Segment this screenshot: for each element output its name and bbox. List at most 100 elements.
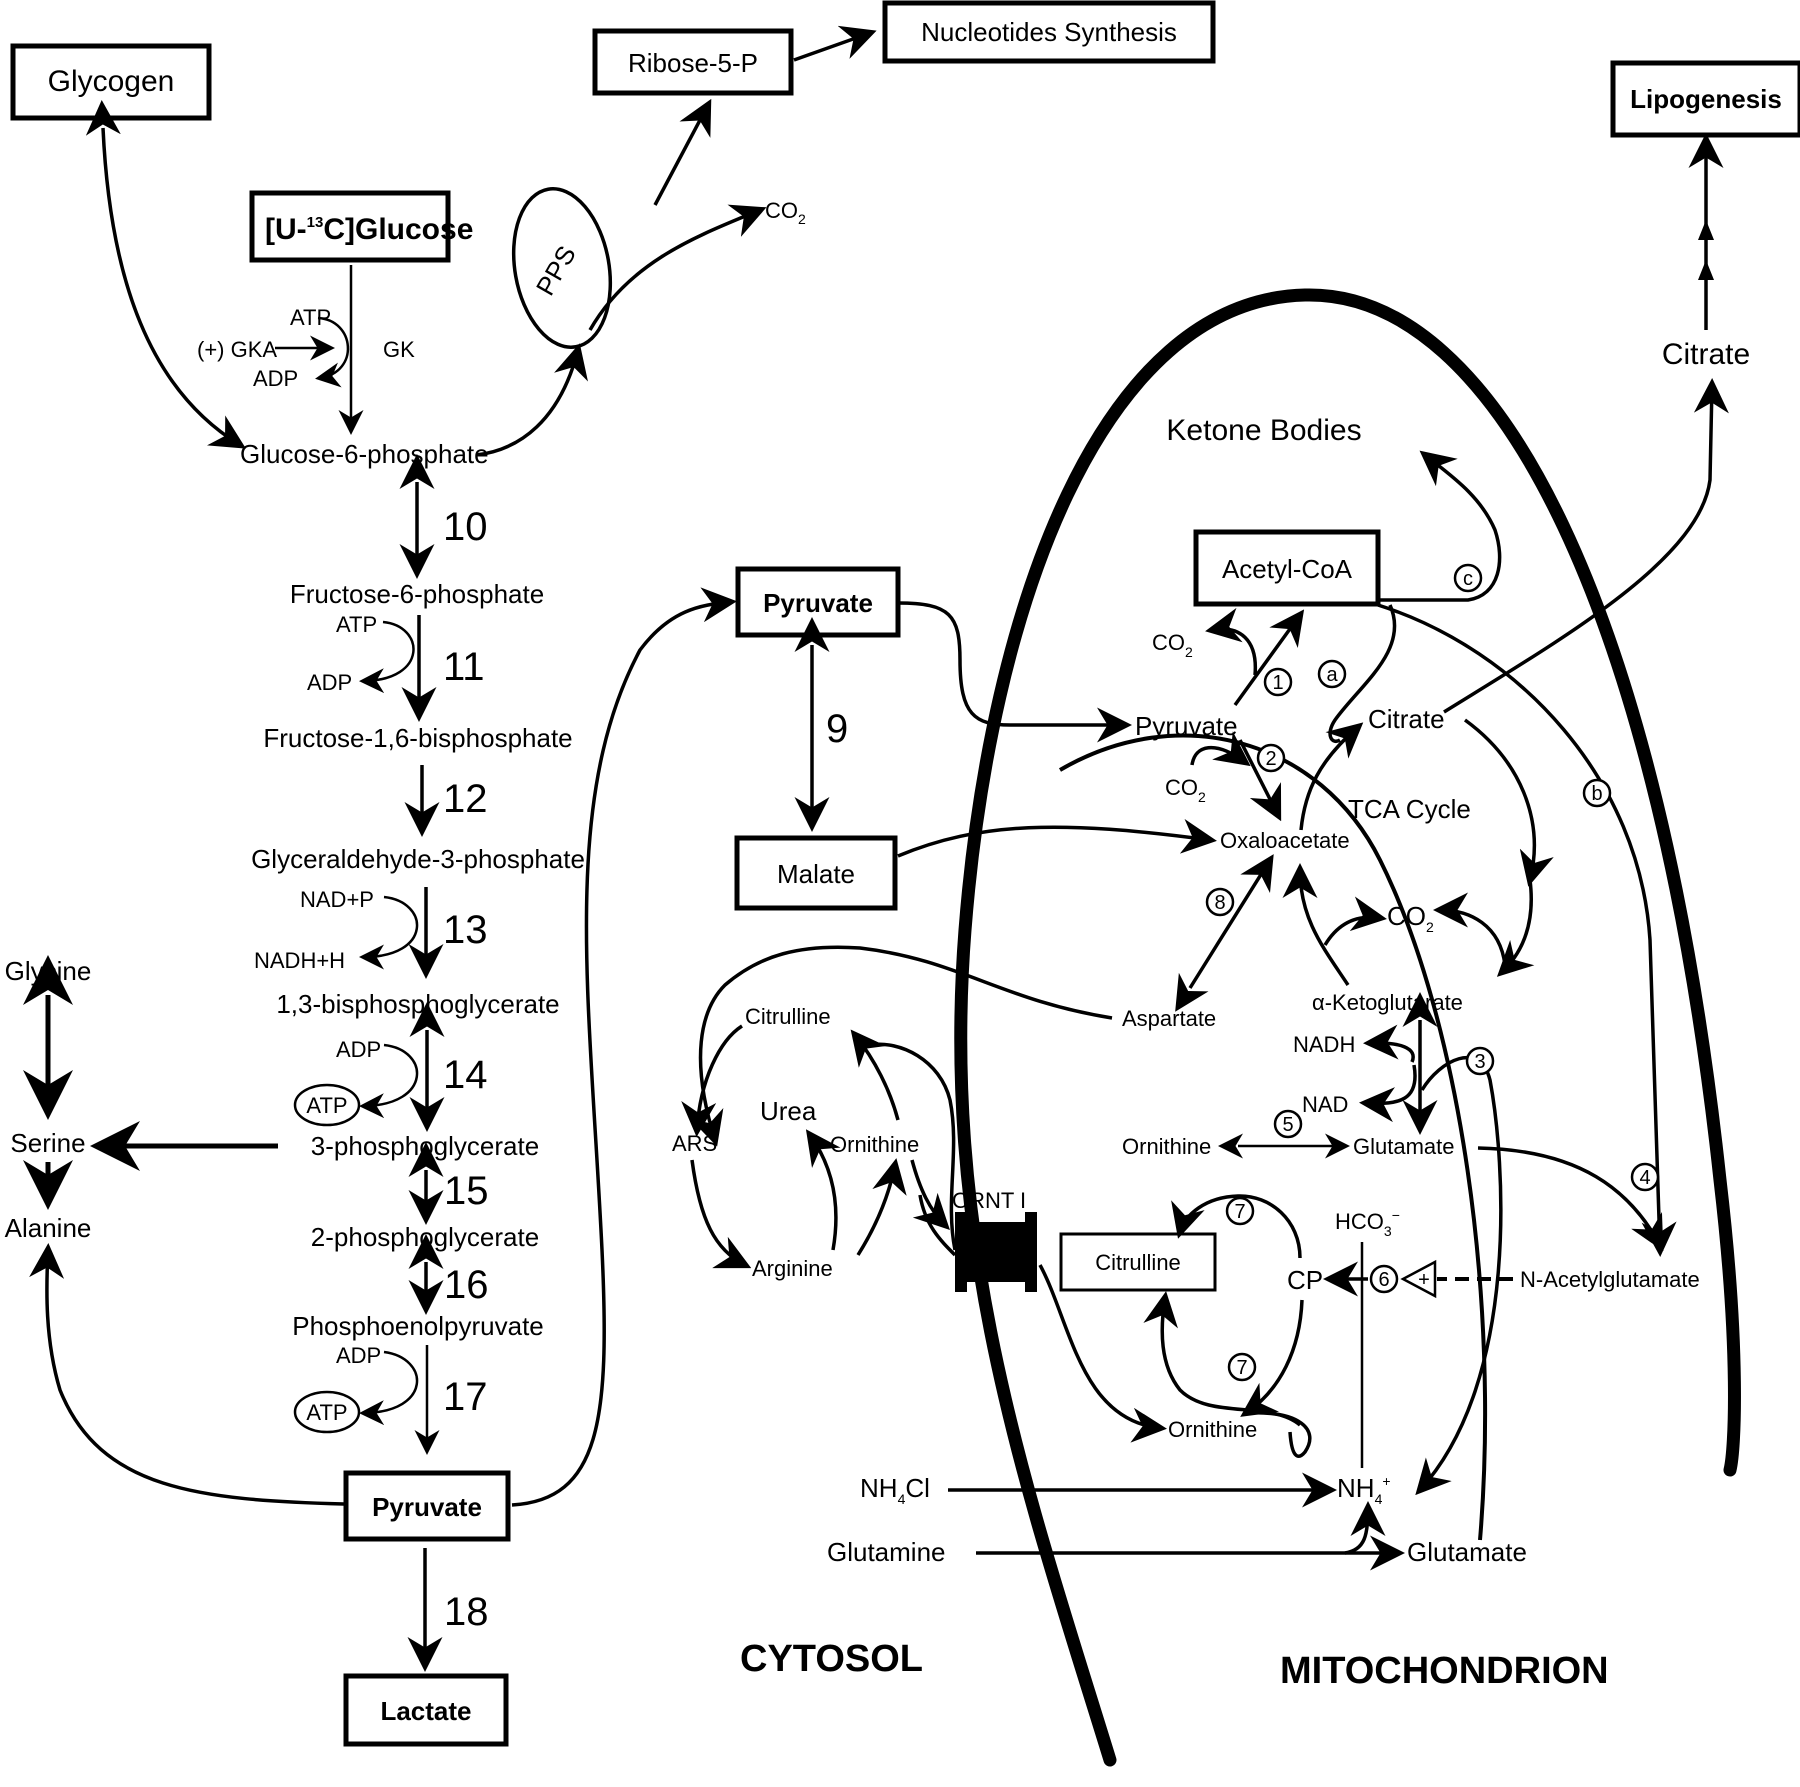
- glycine[interactable]: Glycine: [5, 956, 92, 986]
- marker-1: [1263, 667, 1293, 697]
- atp-gk: ATP: [290, 305, 331, 330]
- akg-oxaloacetate-arrow: [1282, 863, 1350, 986]
- pyruvate-mito[interactable]: Pyruvate: [1135, 711, 1238, 741]
- glucose-6-phosphate[interactable]: Glucose-6-phosphate: [240, 439, 489, 469]
- pyruvate-alanine-arrow: [29, 1243, 345, 1506]
- pps-ribose-arrow: [653, 98, 712, 206]
- transporter-citrulline-path: [869, 1042, 957, 1251]
- co2-fix-2: [1190, 731, 1251, 767]
- glutamate-low[interactable]: Glutamate: [1407, 1537, 1527, 1567]
- co2-release-1: [1205, 607, 1258, 676]
- marker-b-label: b: [1591, 783, 1602, 805]
- 1-3-bisphosphoglycerate[interactable]: 1,3-bisphosphoglycerate: [276, 989, 559, 1019]
- marker-5: [1273, 1109, 1303, 1139]
- atp-17: ATP: [306, 1400, 347, 1425]
- pps-cycle[interactable]: [502, 181, 622, 355]
- glyceraldehyde-3-phosphate[interactable]: Glyceraldehyde-3-phosphate: [251, 844, 585, 874]
- pyruvate-to-cyto-pyruvate-arrow: [511, 587, 737, 1507]
- step-17: 17: [443, 1375, 488, 1419]
- citrulline-cytosol[interactable]: Citrulline: [745, 1004, 831, 1029]
- ornithine-mito-mid[interactable]: Ornithine: [1122, 1134, 1211, 1159]
- ketone-bodies[interactable]: Ketone Bodies: [1166, 414, 1361, 447]
- marker-1-label: 1: [1272, 672, 1283, 694]
- glucose-node[interactable]: [U-13C]Glucose: [249, 190, 473, 263]
- alpha-ketoglutarate[interactable]: α-Ketoglutarate: [1312, 990, 1463, 1015]
- nadp-13: NAD+P: [300, 887, 374, 912]
- glutamine[interactable]: Glutamine: [827, 1537, 946, 1567]
- malate-to-oxaloacetate-arrow: [897, 818, 1217, 858]
- aspartate[interactable]: Aspartate: [1122, 1006, 1216, 1031]
- bicarbonate: HCO3−: [1335, 1207, 1400, 1239]
- 3-phosphoglycerate[interactable]: 3-phosphoglycerate: [311, 1131, 539, 1161]
- ammonium[interactable]: NH4+: [1337, 1473, 1391, 1507]
- glutamate-nag-arrow: [1477, 1146, 1664, 1252]
- step-16: 16: [444, 1263, 489, 1307]
- malate-node[interactable]: Malate: [734, 835, 898, 911]
- glucose-suffix: C]Glucose: [323, 213, 473, 246]
- transporter-ornithine-arrow: [1038, 1264, 1167, 1443]
- acetyl-coa-label: Acetyl-CoA: [1222, 554, 1353, 584]
- arginine-ornithine-arrow: [856, 1158, 907, 1256]
- step-12: 12: [443, 777, 488, 821]
- pyruvate-cytosol-node[interactable]: Pyruvate: [735, 566, 901, 638]
- alanine[interactable]: Alanine: [5, 1213, 92, 1243]
- serine[interactable]: Serine: [10, 1128, 85, 1158]
- citrate-cytosol[interactable]: Citrate: [1662, 338, 1750, 371]
- n-acetylglutamate[interactable]: N-Acetylglutamate: [1520, 1267, 1700, 1292]
- nad: NAD: [1302, 1092, 1348, 1117]
- acetyl-coa-node[interactable]: Acetyl-CoA: [1193, 529, 1381, 607]
- ribose-5-p-node[interactable]: Ribose-5-P: [592, 28, 794, 96]
- activator-plus: +: [1418, 1269, 1430, 1291]
- ars-enzyme: ARS: [672, 1131, 717, 1156]
- citrate-mito[interactable]: Citrate: [1368, 704, 1445, 734]
- arginine-urea-arrow: [805, 1129, 841, 1251]
- arginine[interactable]: Arginine: [752, 1256, 833, 1281]
- marker-8: [1205, 887, 1235, 917]
- oxaloacetate[interactable]: Oxaloacetate: [1220, 828, 1350, 853]
- marker-7-bottom: [1227, 1352, 1257, 1382]
- ars-arginine-arrow: [690, 1159, 752, 1269]
- svg-text:[U-13C]Glucose: [U-13C]Glucose: [265, 213, 473, 246]
- 2-phosphoglycerate[interactable]: 2-phosphoglycerate: [311, 1222, 539, 1252]
- marker-c: [1453, 563, 1483, 593]
- step-9: 9: [826, 707, 848, 751]
- step-17-cofactor-arc: [359, 1350, 419, 1426]
- glycogen-node[interactable]: Glycogen: [10, 43, 212, 121]
- glutamate-mito[interactable]: Glutamate: [1353, 1134, 1455, 1159]
- marker-4: [1630, 1162, 1660, 1192]
- ornt1-transporter[interactable]: [955, 1212, 1037, 1292]
- gk-cofactor-arc: [315, 316, 350, 388]
- acetyl-coa-ketone-arrow: [1378, 450, 1502, 602]
- urea[interactable]: Urea: [760, 1096, 817, 1126]
- ammonium-chloride[interactable]: NH4Cl: [860, 1473, 930, 1507]
- nad-arc-lower: [1359, 1064, 1417, 1123]
- pyruvate-cytosol-label: Pyruvate: [763, 588, 873, 618]
- ornithine-transporter-arrow: [910, 1159, 950, 1230]
- carbamoyl-phosphate[interactable]: CP: [1287, 1265, 1323, 1295]
- ornithine-mito-low[interactable]: Ornithine: [1168, 1417, 1257, 1442]
- gka-activator: (+) GKA: [197, 337, 277, 362]
- activator-triangle: [1400, 1259, 1437, 1299]
- nucleotides-synthesis-node[interactable]: Nucleotides Synthesis: [882, 0, 1216, 64]
- citrulline-ars-arrow: [681, 1024, 743, 1137]
- ornt1-label: ORNT I: [952, 1188, 1026, 1213]
- marker-2-label: 2: [1265, 748, 1276, 770]
- citrulline-mito-node[interactable]: Citrulline: [1059, 1232, 1217, 1292]
- ornithine-citrulline-cytosol-arrow: [850, 1029, 900, 1121]
- glycogen-label: Glycogen: [48, 65, 175, 98]
- fructose-6-phosphate[interactable]: Fructose-6-phosphate: [290, 579, 544, 609]
- lipogenesis-node[interactable]: Lipogenesis: [1610, 60, 1800, 138]
- marker-b: [1582, 778, 1612, 808]
- phosphoenolpyruvate[interactable]: Phosphoenolpyruvate: [292, 1311, 544, 1341]
- adp-11: ADP: [307, 670, 352, 695]
- step-14-cofactor-arc: [359, 1043, 419, 1119]
- adp-14: ADP: [336, 1037, 381, 1062]
- cyto-pyruvate-to-mito-pyruvate-arrow: [897, 601, 1132, 743]
- lactate-node[interactable]: Lactate: [343, 1673, 509, 1747]
- fructose-1-6-bisphosphate[interactable]: Fructose-1,6-bisphosphate: [263, 723, 572, 753]
- pyruvate-main-node[interactable]: Pyruvate: [343, 1470, 511, 1542]
- ornithine-cytosol[interactable]: Ornithine: [830, 1132, 919, 1157]
- aspartate-oxaloacetate-arrow: [1175, 854, 1274, 1012]
- pyruvate-acetyl-coa-arrow: [1233, 609, 1305, 707]
- mitochondrial-outer-membrane: [954, 288, 1741, 1767]
